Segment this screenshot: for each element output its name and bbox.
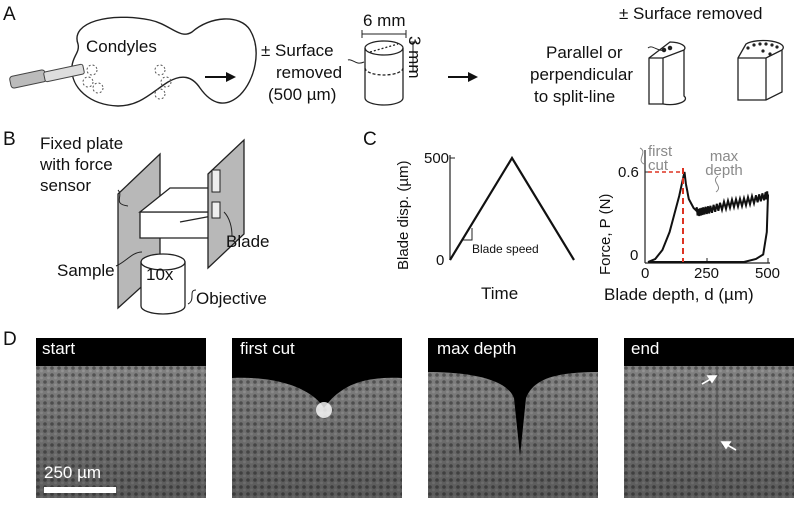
fixed-plate-label-2: with force (40, 155, 113, 174)
objective-icon (140, 253, 186, 315)
force-loading-line (647, 171, 687, 263)
force-y-tick-0.6: 0.6 (618, 164, 639, 181)
surface-removed-label-2: removed (276, 63, 343, 82)
blade-speed-label: Blade speed (472, 242, 539, 256)
force-x-tick-0: 0 (641, 265, 650, 282)
micrograph-label-first-cut: first cut (240, 339, 295, 358)
force-cutting-line (684, 183, 769, 217)
micrograph-end-image (624, 338, 794, 498)
objective-magnification: 10x (146, 265, 174, 284)
scale-bar-label: 250 µm (44, 463, 102, 482)
width-dimension: 6 mm (363, 11, 406, 30)
half-cylinder-perpendicular (737, 39, 784, 101)
biopsy-sites (82, 64, 172, 100)
force-x-tick-500: 500 (755, 265, 781, 282)
force-x-label: Blade depth, d (µm) (604, 285, 754, 304)
scale-bar (44, 487, 116, 493)
panel-letter-a: A (3, 4, 16, 25)
chart-force-vs-depth (639, 147, 770, 264)
arrow-icon (701, 375, 737, 451)
blade-speed-mark (463, 228, 473, 241)
objective-label: Objective (196, 289, 267, 308)
first-cut-annotation: first cut (648, 143, 673, 174)
panel-b-drawing (115, 138, 245, 315)
condyles-outline (71, 16, 257, 107)
surface-removed-label-1: ± Surface (261, 41, 334, 60)
micrograph-first-cut (232, 338, 402, 498)
condyles-label: Condyles (86, 37, 157, 56)
micrograph-max-depth-image (428, 338, 598, 498)
panel-letter-d: D (3, 329, 17, 350)
micrograph-label-max-depth: max depth (437, 339, 517, 358)
chart-disp-vs-time (449, 155, 575, 261)
orientation-label-2: perpendicular (530, 65, 634, 84)
sample-slab (139, 211, 219, 239)
panel-letter-c: C (363, 129, 377, 150)
micrograph-label-start: start (42, 339, 76, 358)
force-retraction-line (648, 194, 769, 263)
arrow-icon (448, 72, 478, 82)
time-x-label: Time (481, 284, 519, 303)
half-cylinder-parallel (647, 41, 687, 106)
force-y-tick-0: 0 (630, 247, 639, 264)
cylinder-sample (364, 40, 404, 106)
disp-y-tick-500: 500 (424, 150, 450, 167)
surface-removed-label-3: (500 µm) (268, 85, 337, 104)
panel-letter-b: B (3, 129, 16, 150)
biopsy-punch-icon (9, 63, 85, 89)
fixed-plate-label-1: Fixed plate (40, 134, 124, 153)
force-x-tick-250: 250 (694, 265, 720, 282)
arrow-icon (205, 72, 236, 82)
micrograph-end (624, 338, 794, 498)
height-dimension: 3 mm (405, 36, 424, 79)
force-y-label: Force, P (N) (597, 193, 614, 275)
orientation-label-1: Parallel or (546, 43, 623, 62)
fixed-plate-label-3: sensor (40, 176, 92, 195)
micrograph-max-depth (428, 338, 598, 498)
disp-y-tick-0: 0 (436, 252, 445, 269)
micrograph-start-image (36, 338, 206, 498)
blade-disp-line (449, 155, 575, 261)
blade-label: Blade (226, 232, 270, 251)
disp-y-label: Blade disp. (µm) (395, 160, 412, 270)
orientation-label-3: to split-line (534, 87, 616, 106)
micrograph-label-end: end (631, 339, 660, 358)
micrograph-first-cut-image (232, 338, 402, 498)
sample-label: Sample (57, 261, 115, 280)
micrograph-start (36, 338, 206, 498)
surface-removed-header: ± Surface removed (619, 4, 763, 23)
panel-a-drawing (9, 16, 784, 107)
max-depth-annotation: max depth (705, 148, 743, 179)
